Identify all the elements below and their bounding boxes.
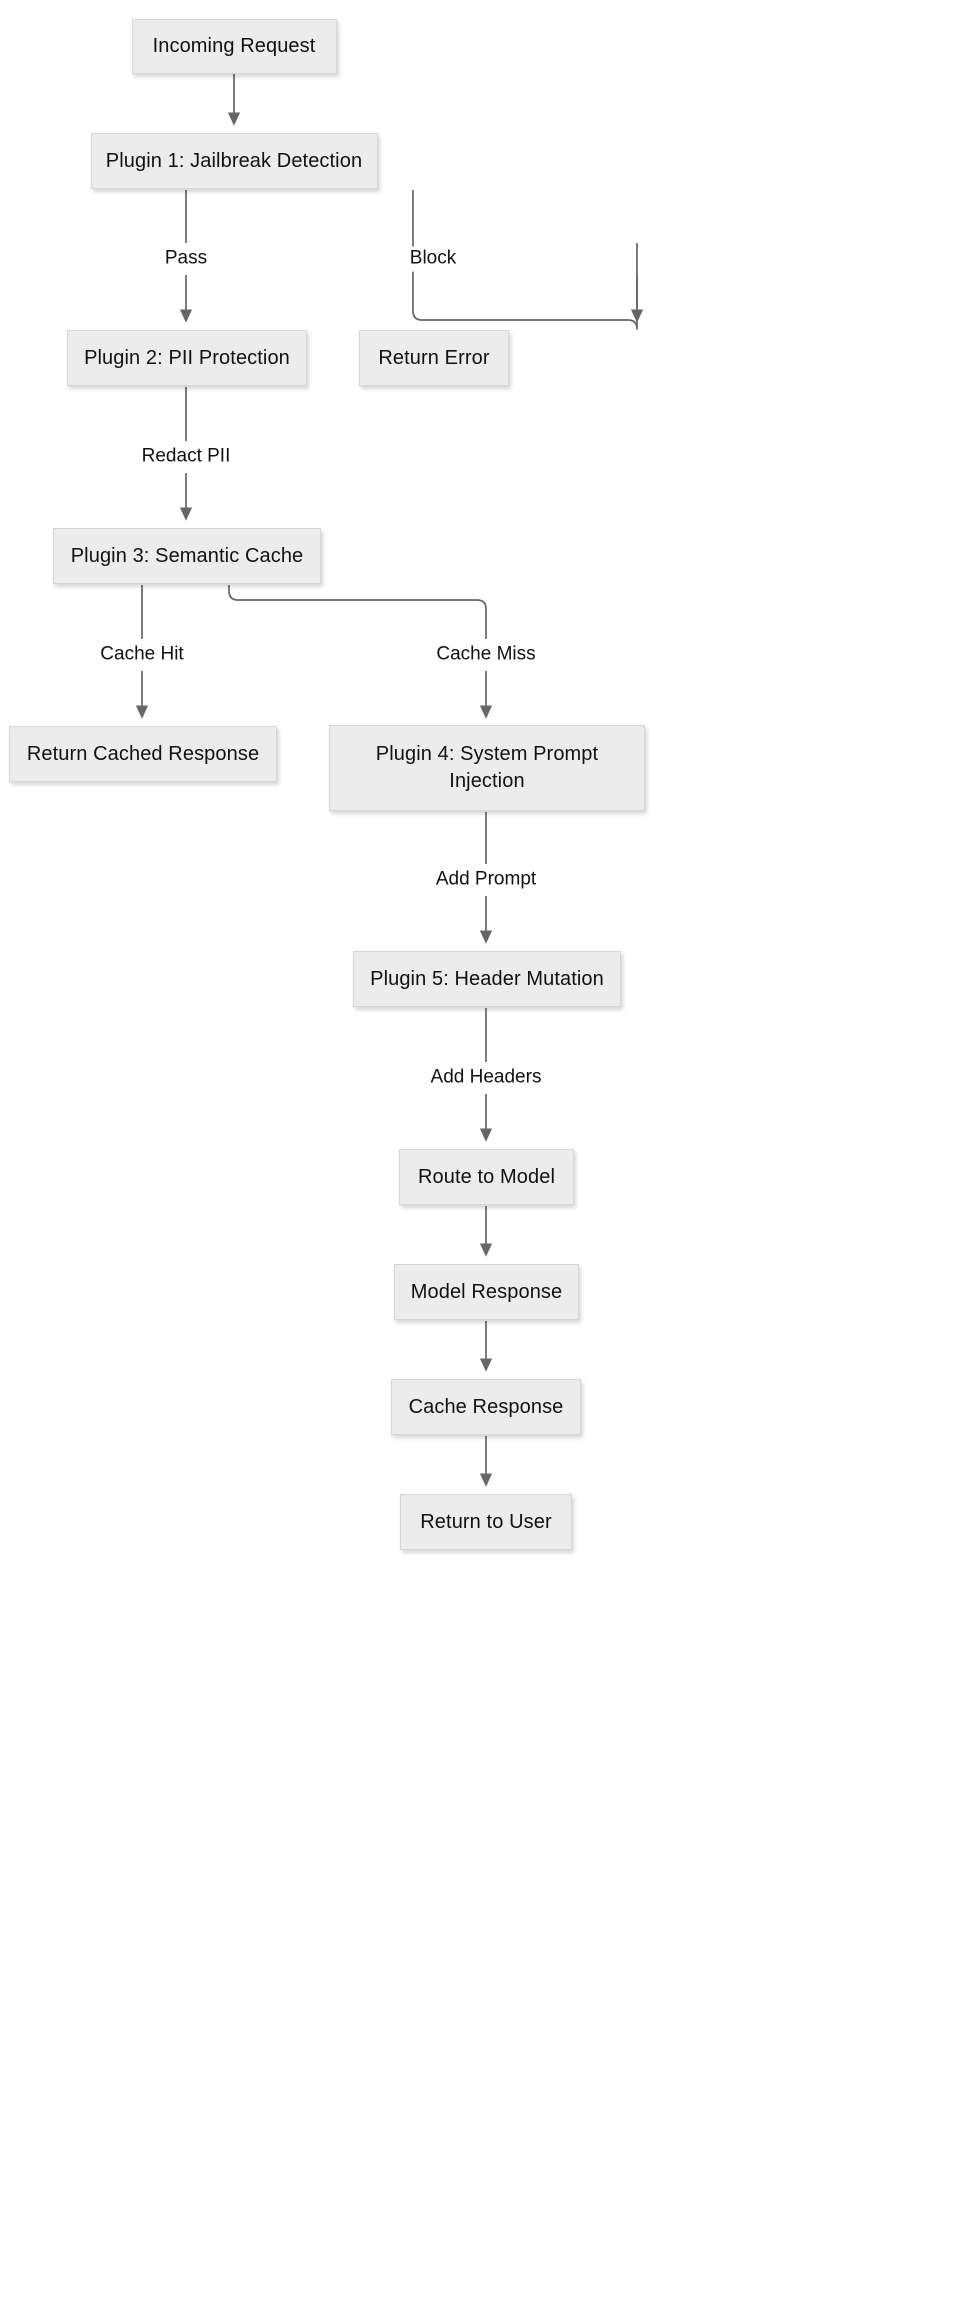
edge-label-cache-hit: Cache Hit: [96, 642, 188, 668]
node-route-to-model[interactable]: Route to Model: [399, 1149, 574, 1205]
edge-plugin3-to-plugin4: [228, 585, 487, 639]
edge-label-text: Cache Hit: [100, 643, 184, 665]
node-return-error[interactable]: Return Error: [359, 330, 509, 386]
edge-label-text: Cache Miss: [436, 643, 536, 665]
node-return-to-user[interactable]: Return to User: [400, 1494, 572, 1550]
node-cache-response[interactable]: Cache Response: [391, 1379, 581, 1435]
edge-label-add-prompt: Add Prompt: [431, 867, 541, 893]
node-plugin4-system-prompt-injection[interactable]: Plugin 4: System Prompt Injection: [329, 725, 645, 811]
edge-label-text: Pass: [164, 247, 208, 269]
node-label: Route to Model: [417, 1165, 556, 1188]
node-label: Return Error: [378, 346, 490, 369]
node-model-response[interactable]: Model Response: [394, 1264, 579, 1320]
edge-label-add-headers: Add Headers: [426, 1065, 546, 1091]
edge-label-pass: Pass: [160, 246, 212, 272]
edge-label-text: Add Prompt: [435, 868, 537, 890]
node-label: Incoming Request: [152, 34, 316, 57]
edge-label-cache-miss: Cache Miss: [432, 642, 540, 668]
node-label: Plugin 4: System Prompt Injection: [375, 743, 599, 792]
node-plugin2-pii-protection[interactable]: Plugin 2: PII Protection: [67, 330, 307, 386]
node-label: Plugin 1: Jailbreak Detection: [105, 149, 363, 172]
edge-label-redact-pii: Redact PII: [137, 444, 235, 470]
node-label: Return Cached Response: [26, 742, 260, 765]
node-label: Return to User: [420, 1510, 552, 1533]
node-incoming-request[interactable]: Incoming Request: [131, 18, 337, 74]
node-plugin1-jailbreak-detection[interactable]: Plugin 1: Jailbreak Detection: [90, 133, 378, 189]
node-label: Plugin 2: PII Protection: [84, 346, 290, 369]
node-plugin5-header-mutation[interactable]: Plugin 5: Header Mutation: [353, 951, 621, 1007]
node-return-cached-response[interactable]: Return Cached Response: [9, 726, 277, 782]
edge-label-block: Block: [405, 246, 461, 272]
edge-label-text: Redact PII: [141, 445, 231, 467]
node-label: Cache Response: [408, 1395, 564, 1418]
node-label: Model Response: [410, 1280, 563, 1303]
node-plugin3-semantic-cache[interactable]: Plugin 3: Semantic Cache: [53, 528, 321, 584]
edge-label-text: Add Headers: [430, 1066, 542, 1088]
node-label: Plugin 3: Semantic Cache: [70, 544, 304, 567]
edge-label-text: Block: [409, 247, 457, 269]
node-label: Plugin 5: Header Mutation: [370, 967, 604, 990]
